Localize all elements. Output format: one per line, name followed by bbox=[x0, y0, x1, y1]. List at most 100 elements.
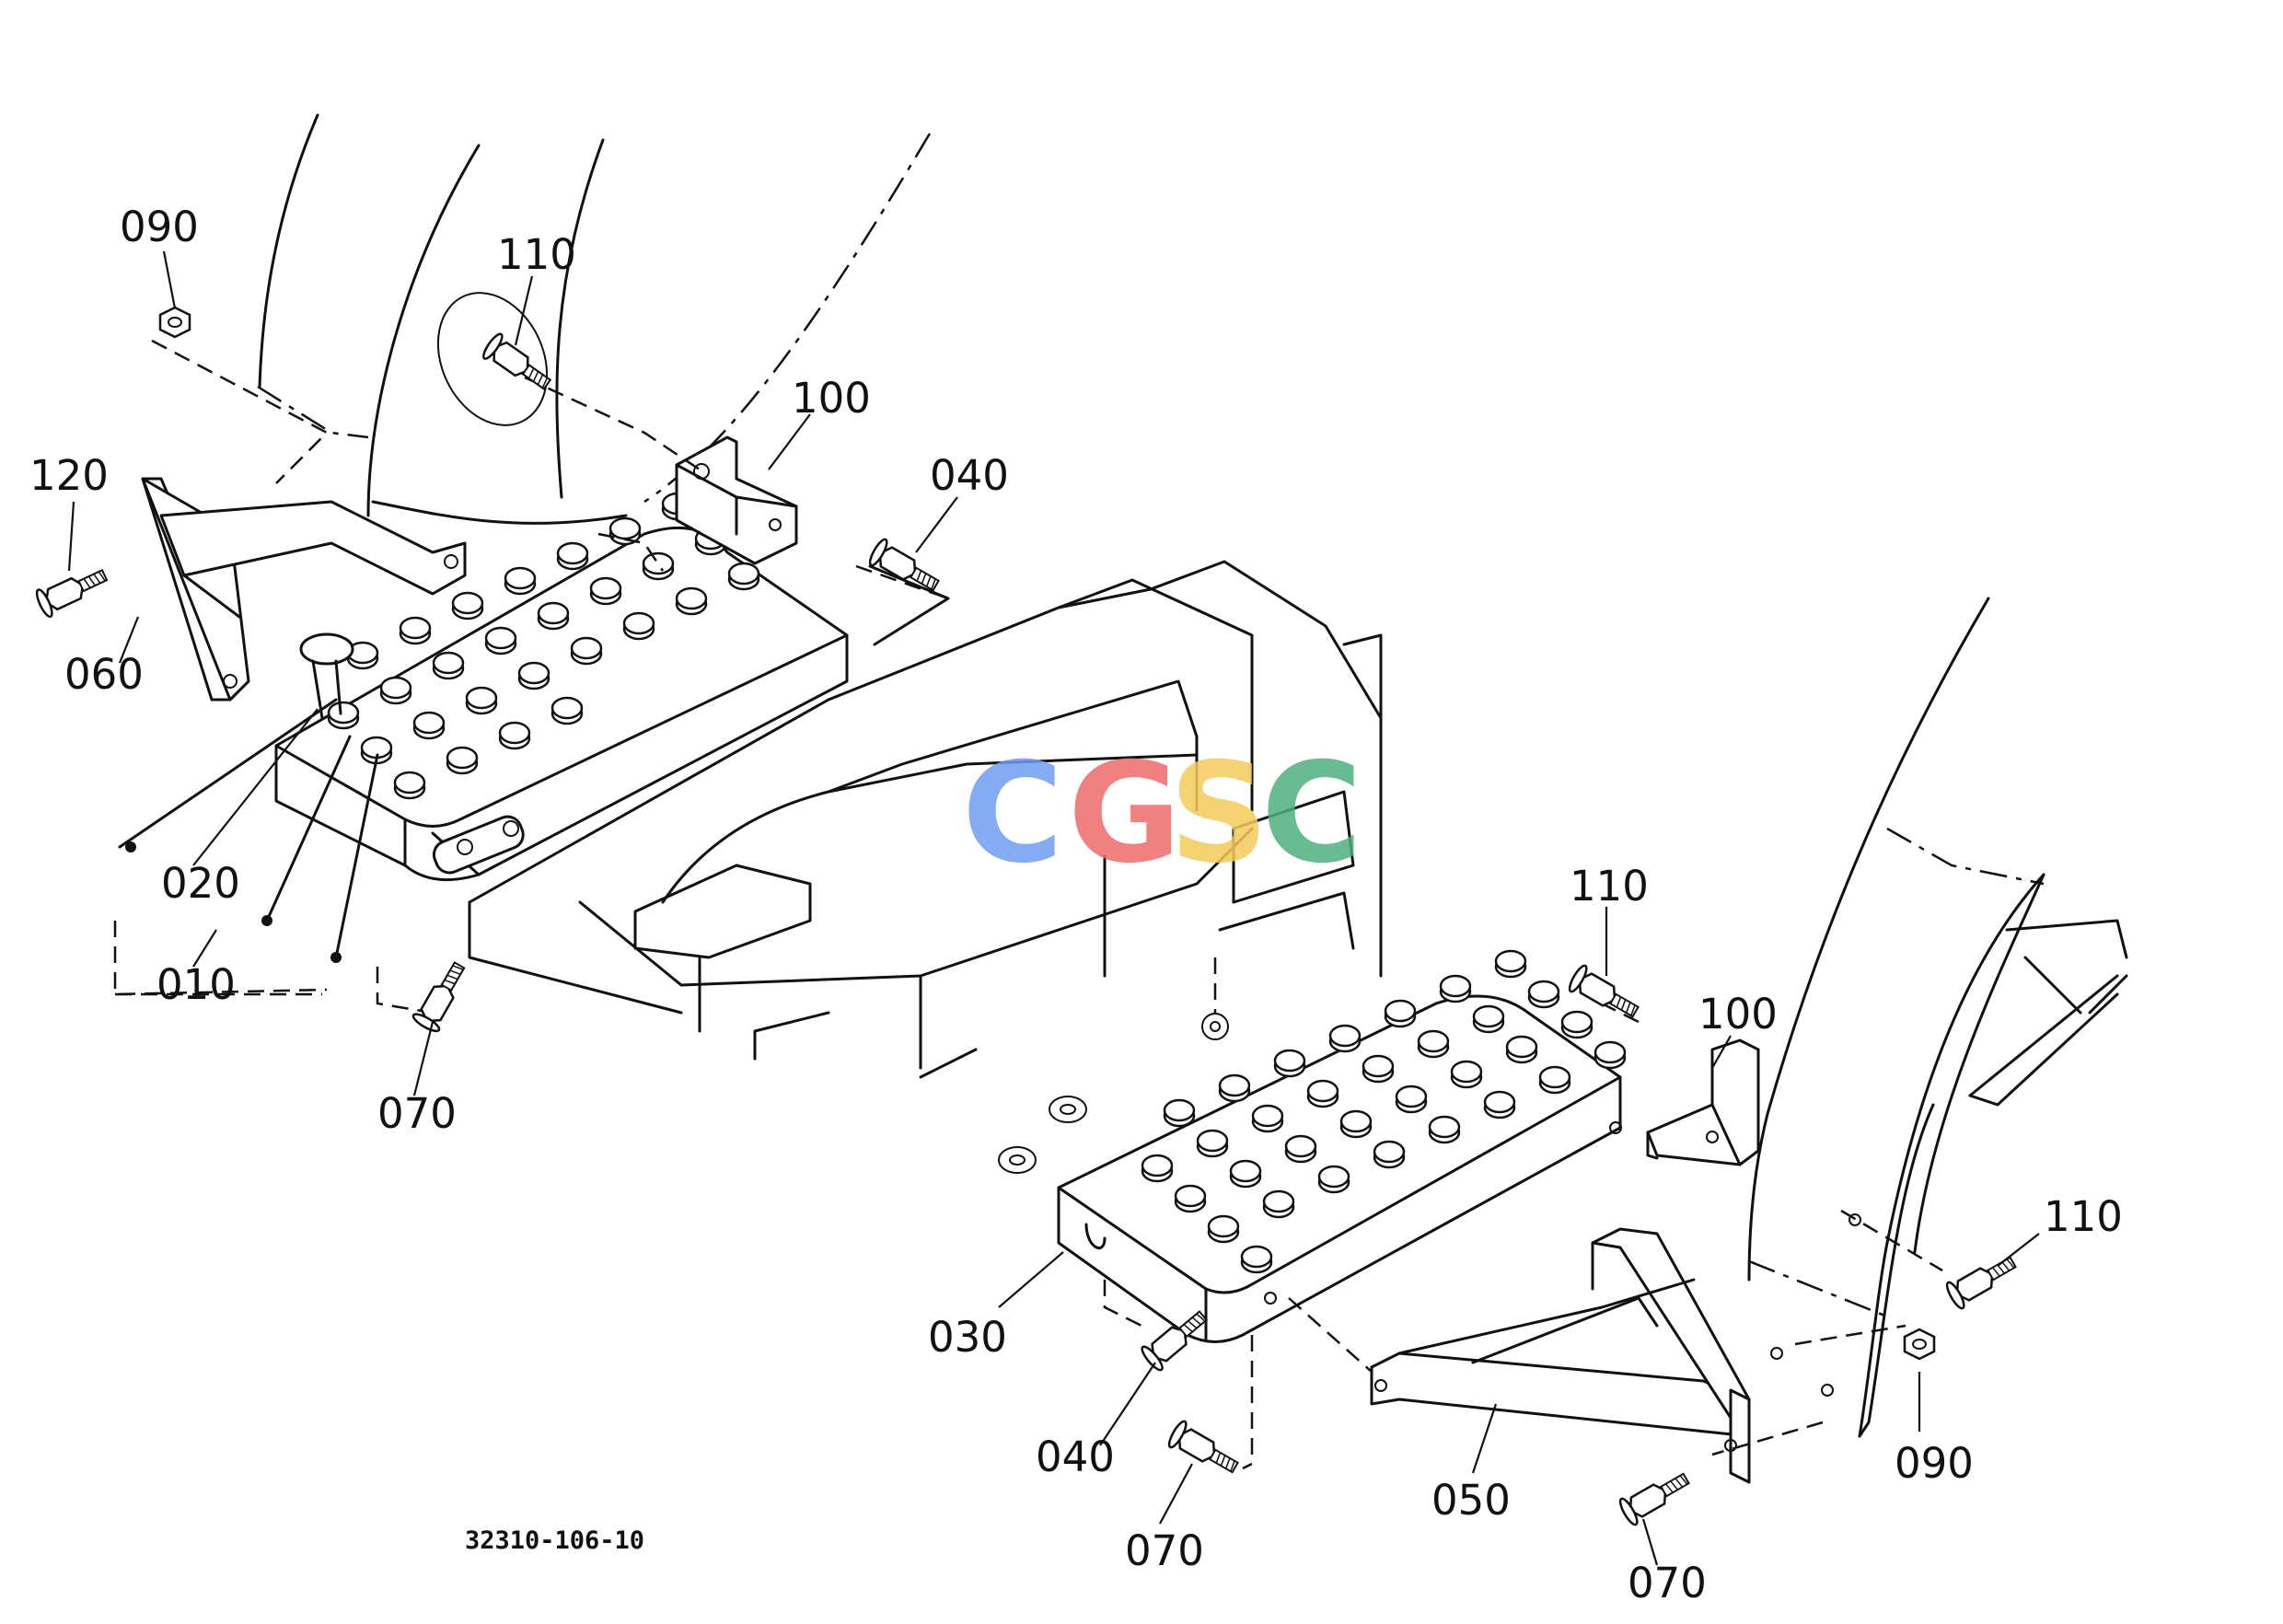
nut-090-left-icon bbox=[158, 306, 191, 339]
callout-070-right: 070 bbox=[1628, 1559, 1707, 1607]
watermark-letter-1: C bbox=[962, 734, 1063, 894]
bolt-040-bottom-icon bbox=[1141, 1310, 1209, 1372]
watermark-letter-3: S bbox=[1169, 734, 1269, 894]
step-boss bbox=[1538, 1065, 1571, 1095]
callout-090-left: 090 bbox=[120, 203, 199, 251]
left-fender bbox=[257, 113, 932, 525]
watermark-letter-2: G bbox=[1068, 734, 1181, 894]
step-boss bbox=[1196, 1129, 1229, 1158]
callout-010: 010 bbox=[156, 960, 236, 1009]
step-boss bbox=[1207, 1214, 1240, 1244]
step-boss bbox=[379, 676, 412, 705]
step-boss bbox=[1262, 1189, 1295, 1219]
step-boss bbox=[465, 686, 498, 715]
step-boss bbox=[1317, 1165, 1350, 1194]
right-fender bbox=[1747, 597, 2128, 1438]
right-bracket-100 bbox=[1646, 1038, 1760, 1166]
step-boss bbox=[393, 771, 426, 800]
step-boss bbox=[1240, 1245, 1273, 1274]
bolt-110-right-icon bbox=[1945, 1256, 2017, 1310]
step-boss bbox=[589, 576, 622, 606]
fasteners bbox=[35, 306, 2017, 1526]
step-boss bbox=[1174, 1184, 1207, 1213]
step-boss bbox=[608, 516, 642, 546]
step-boss bbox=[1483, 1090, 1516, 1119]
step-boss bbox=[1395, 1085, 1428, 1114]
drawing-code: 32310-106-10 bbox=[465, 1526, 644, 1555]
step-boss bbox=[550, 696, 584, 725]
left-bracket bbox=[141, 477, 467, 702]
callout-100-right: 100 bbox=[1698, 990, 1778, 1038]
right-step-bosses bbox=[1141, 949, 1627, 1274]
callout-100-top: 100 bbox=[792, 374, 871, 423]
step-boss bbox=[1593, 1040, 1627, 1070]
step-boss bbox=[346, 641, 379, 670]
step-boss bbox=[399, 616, 432, 645]
step-boss bbox=[622, 611, 655, 641]
callout-040-top: 040 bbox=[930, 451, 1009, 500]
callout-090-right: 090 bbox=[1895, 1439, 1974, 1488]
step-boss bbox=[327, 701, 360, 730]
step-boss bbox=[1306, 1079, 1339, 1108]
callout-030: 030 bbox=[928, 1313, 1007, 1362]
step-boss bbox=[1439, 974, 1472, 1003]
watermark-letter-4: C bbox=[1261, 734, 1362, 894]
step-boss bbox=[537, 601, 570, 631]
callout-060: 060 bbox=[64, 650, 144, 699]
step-boss bbox=[1428, 1115, 1461, 1144]
step-boss bbox=[504, 566, 537, 596]
bolt-070-bottom-icon bbox=[1167, 1420, 1239, 1474]
assembly-lines bbox=[113, 339, 1943, 1470]
step-boss bbox=[556, 541, 589, 571]
bolt-110-top-icon bbox=[482, 332, 552, 390]
step-boss bbox=[1560, 1010, 1593, 1039]
step-boss bbox=[1273, 1049, 1306, 1078]
step-boss bbox=[517, 661, 550, 690]
step-boss bbox=[1284, 1134, 1317, 1164]
callout-070-bottom: 070 bbox=[1125, 1526, 1204, 1575]
step-boss bbox=[484, 626, 517, 655]
step-boss bbox=[498, 721, 531, 750]
leader-lines bbox=[67, 250, 2040, 1566]
step-boss bbox=[1328, 1024, 1362, 1053]
step-boss bbox=[412, 711, 446, 740]
callout-110-top: 110 bbox=[497, 230, 576, 279]
callout-070-left: 070 bbox=[377, 1089, 457, 1138]
step-boss bbox=[1384, 999, 1417, 1028]
callout-040-bottom: 040 bbox=[1036, 1433, 1115, 1481]
callout-050: 050 bbox=[1431, 1476, 1511, 1525]
step-boss bbox=[432, 651, 465, 680]
callout-020: 020 bbox=[161, 859, 240, 908]
callout-labels: 090 110 100 040 120 060 020 010 070 110 … bbox=[29, 203, 2123, 1607]
step-boss bbox=[1505, 1035, 1538, 1064]
watermark: C G S C bbox=[962, 734, 1362, 894]
step-boss bbox=[675, 586, 708, 616]
step-boss bbox=[1141, 1154, 1174, 1183]
step-boss bbox=[1472, 1004, 1505, 1034]
bolt-040-top-icon bbox=[868, 538, 940, 592]
top-bracket-100 bbox=[675, 435, 798, 565]
step-boss bbox=[727, 562, 760, 591]
step-boss bbox=[1527, 980, 1560, 1009]
step-boss bbox=[1362, 1054, 1395, 1084]
step-boss bbox=[1229, 1159, 1262, 1189]
step-boss bbox=[1417, 1029, 1450, 1059]
step-boss bbox=[1163, 1098, 1196, 1128]
right-washers bbox=[998, 1096, 1087, 1174]
step-boss bbox=[1450, 1060, 1483, 1089]
bolt-110-mid-icon bbox=[1568, 964, 1640, 1018]
nut-090-right-icon bbox=[1903, 1328, 1936, 1361]
step-boss bbox=[446, 746, 479, 775]
step-boss bbox=[451, 591, 484, 621]
transmission-housing bbox=[468, 560, 1383, 1079]
step-boss bbox=[1373, 1140, 1406, 1169]
step-boss bbox=[1339, 1109, 1373, 1139]
callout-120: 120 bbox=[29, 451, 109, 500]
callout-110-mid: 110 bbox=[1570, 862, 1649, 911]
step-boss bbox=[570, 636, 603, 666]
step-boss bbox=[1494, 949, 1527, 979]
step-boss bbox=[1251, 1104, 1284, 1133]
right-bracket-050 bbox=[1370, 1227, 1751, 1484]
step-boss bbox=[642, 551, 675, 581]
